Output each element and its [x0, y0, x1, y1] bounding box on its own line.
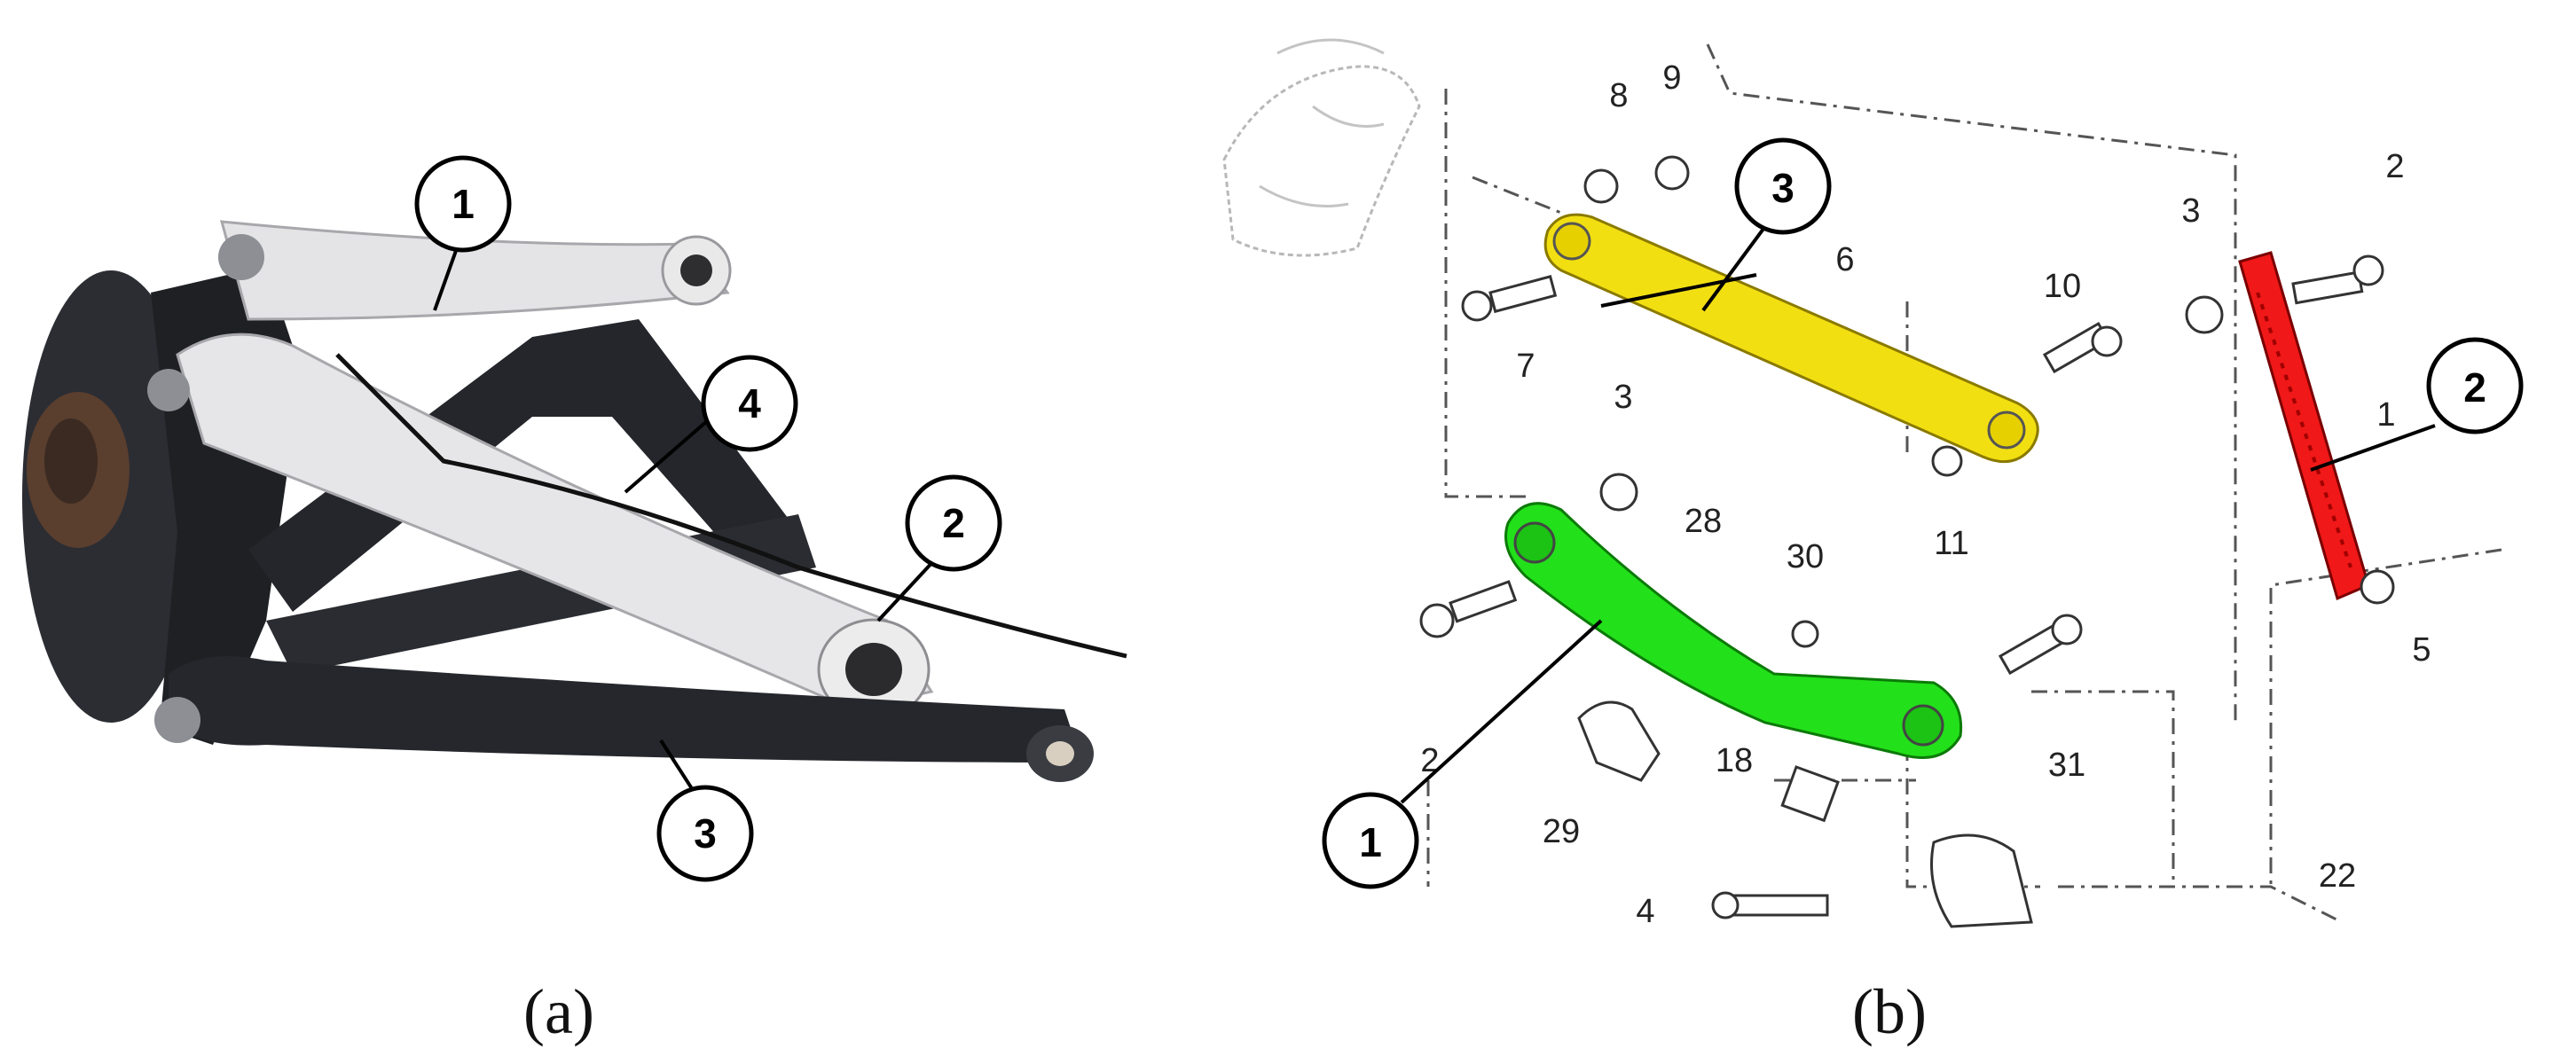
- panel-a-photo: [22, 220, 1127, 782]
- svg-text:29: 29: [1543, 813, 1580, 850]
- arm-3: [169, 656, 1082, 763]
- bolt-31: [1998, 614, 2083, 676]
- arm-1-bolt-head: [218, 234, 264, 280]
- hardware: [1419, 155, 2395, 928]
- svg-text:1: 1: [452, 181, 475, 227]
- nut-11: [1931, 445, 1963, 477]
- panel-a-leaders: [433, 247, 938, 804]
- bolt-4: [1711, 891, 1829, 919]
- arm-1-end-a: [1513, 521, 1556, 564]
- part-labels: 8 9 6 3 10 2 7 3 1 28 30 11 5 2 18 31 29…: [1420, 59, 2431, 930]
- arm-3-end-b: [1987, 411, 2026, 450]
- svg-text:3: 3: [1771, 165, 1795, 211]
- panel-b-callout-2: 2: [2426, 337, 2524, 434]
- svg-text:28: 28: [1685, 503, 1722, 540]
- panel-a-callout-2: 2: [905, 474, 1002, 572]
- nut-3b: [1599, 473, 1638, 512]
- svg-text:2: 2: [1420, 742, 1439, 779]
- nut-3a: [2185, 295, 2224, 334]
- arm-4: [248, 319, 798, 612]
- bracket-29: [1577, 700, 1661, 782]
- arm-3-bushing-core: [1046, 741, 1074, 766]
- svg-text:9: 9: [1662, 59, 1681, 97]
- panel-b-caption: (b): [1852, 976, 1927, 1047]
- bolt-2b: [1419, 580, 1518, 638]
- panel-a-callout-4: 4: [701, 355, 798, 452]
- bolt-2a: [2291, 254, 2384, 305]
- reference-lines: [1426, 43, 2502, 924]
- svg-text:2: 2: [2385, 148, 2404, 185]
- svg-text:6: 6: [1835, 241, 1854, 278]
- arm-3-yellow: [1543, 213, 2039, 464]
- svg-text:1: 1: [1359, 819, 1382, 865]
- svg-text:4: 4: [1636, 893, 1654, 930]
- nut-9: [1654, 155, 1690, 191]
- subframe-sketch: [1222, 65, 1421, 257]
- hub-center: [44, 419, 98, 504]
- nut-5: [2360, 569, 2395, 605]
- svg-text:30: 30: [1787, 538, 1824, 575]
- panel-a-callout-3: 3: [656, 785, 754, 882]
- arm-1-end-b: [1902, 704, 1944, 747]
- bolt-7: [1461, 275, 1558, 322]
- bolt-10: [2042, 321, 2123, 374]
- svg-text:10: 10: [2044, 268, 2081, 305]
- panel-b-callout-1: 1: [1322, 792, 1419, 889]
- subframe-sketch-2: [1259, 38, 1385, 207]
- mount-22: [1930, 833, 2033, 928]
- svg-text:3: 3: [2181, 192, 2200, 230]
- panel-b-callout-3: 3: [1734, 137, 1832, 235]
- svg-text:2: 2: [942, 500, 965, 546]
- arm-1-bushing-core: [680, 254, 712, 286]
- arm-2-bushing-core: [845, 643, 902, 696]
- panel-b-diagram: 8 9 6 3 10 2 7 3 1 28 30 11 5 2 18 31 29…: [1222, 38, 2524, 930]
- svg-text:5: 5: [2412, 631, 2431, 669]
- arm-3-end-a: [1552, 222, 1591, 261]
- arm-1-green: [1504, 502, 1963, 759]
- svg-text:2: 2: [2463, 364, 2486, 411]
- arm-1: [219, 220, 730, 321]
- nut-18: [1780, 765, 1840, 823]
- nut-30: [1791, 620, 1819, 648]
- svg-text:4: 4: [738, 380, 761, 426]
- nut-8: [1583, 168, 1619, 204]
- svg-text:22: 22: [2319, 857, 2356, 895]
- sensor-cable: [335, 353, 1127, 659]
- panel-a-caption: (a): [523, 976, 594, 1047]
- svg-text:8: 8: [1609, 77, 1628, 114]
- svg-text:11: 11: [1934, 525, 1968, 562]
- arm-2: [176, 332, 934, 711]
- svg-text:3: 3: [1614, 379, 1632, 416]
- arm-2-bolt-head: [147, 369, 190, 411]
- svg-text:18: 18: [1716, 742, 1753, 779]
- panel-a-callout-1: 1: [414, 155, 512, 253]
- svg-text:3: 3: [694, 810, 717, 857]
- svg-text:1: 1: [2376, 396, 2395, 434]
- arm-3-bolt-head: [154, 697, 200, 743]
- svg-text:31: 31: [2048, 747, 2085, 784]
- svg-text:7: 7: [1516, 348, 1535, 385]
